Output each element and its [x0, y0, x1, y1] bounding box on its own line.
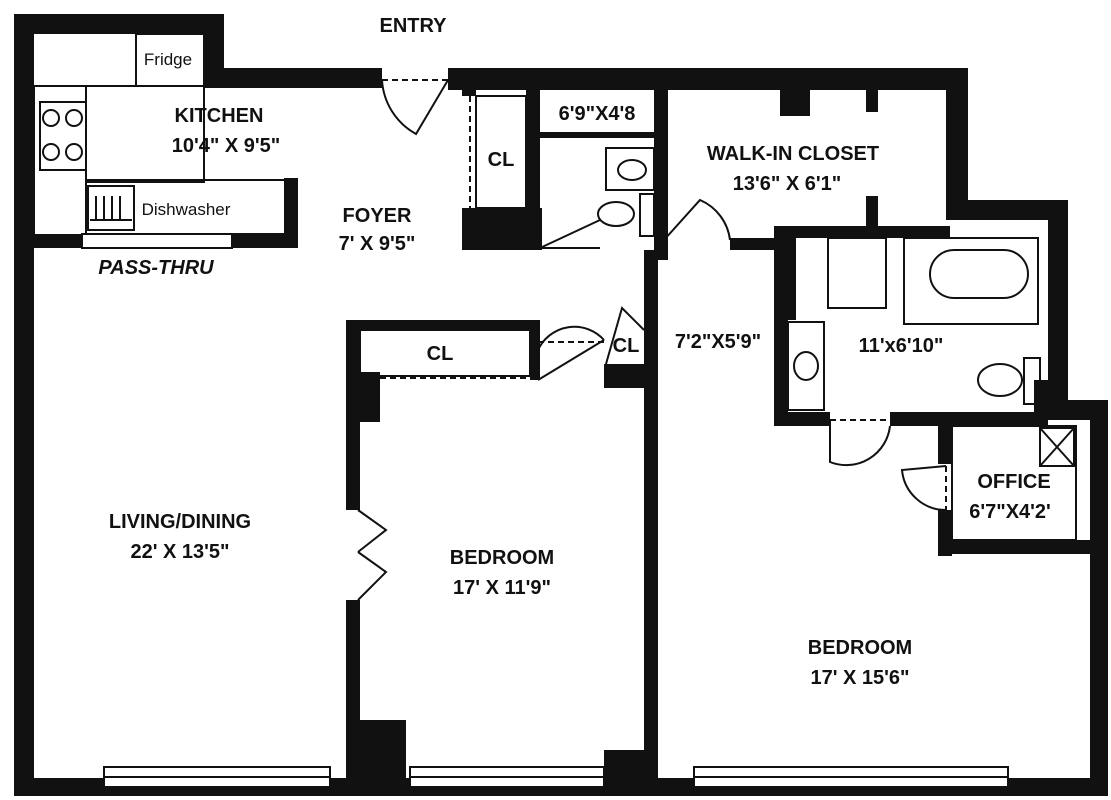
living-dining-dim: 22' X 13'5": [130, 541, 230, 563]
dishwasher-label: Dishwasher: [141, 200, 231, 219]
bedroom1-dim: 17' X 11'9": [453, 577, 551, 599]
bedroom2-dim: 17' X 15'6": [810, 667, 910, 689]
office-name: OFFICE: [977, 471, 1051, 493]
hall-dim: 7'2"X5'9": [674, 331, 762, 353]
fridge-label: Fridge: [143, 50, 193, 69]
kitchen-dim: 10'4" X 9'5": [171, 135, 281, 157]
kitchen-name: KITCHEN: [174, 105, 264, 127]
closet-label-hall: CL: [612, 335, 640, 357]
fixtures: [33, 33, 1077, 541]
entry-label: ENTRY: [379, 15, 447, 37]
interior-walls: [34, 90, 1090, 778]
bedroom2-name: BEDROOM: [807, 637, 913, 659]
living-dining-name: LIVING/DINING: [108, 511, 252, 533]
walkin-closet-dim: 13'6" X 6'1": [732, 173, 842, 195]
pass-thru-label: PASS-THRU: [98, 257, 214, 279]
closet-label-bedroom: CL: [426, 343, 454, 365]
foyer-name: FOYER: [342, 205, 412, 227]
doors: [357, 79, 947, 601]
exterior-walls: [14, 14, 1108, 796]
closet-label-top: CL: [487, 149, 515, 171]
bedroom1-name: BEDROOM: [449, 547, 555, 569]
foyer-dim: 7' X 9'5": [338, 233, 416, 255]
office-dim: 6'7"X4'2': [969, 501, 1051, 523]
walkin-closet-name: WALK-IN CLOSET: [706, 143, 880, 165]
bath1-dim: 6'9"X4'8: [558, 103, 636, 125]
bath2-dim: 11'x6'10": [858, 335, 944, 357]
